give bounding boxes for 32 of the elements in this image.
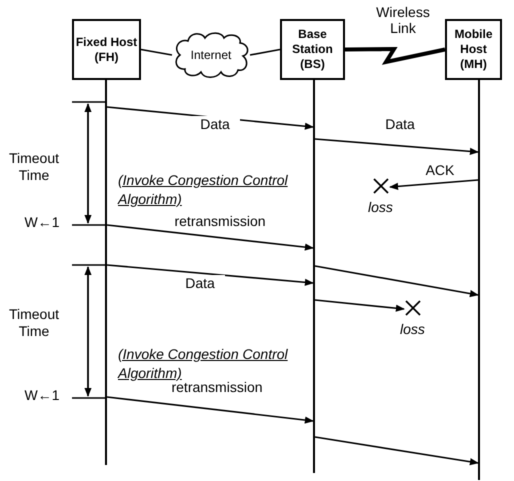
host-box	[280, 19, 345, 80]
loss-cross-icon	[404, 299, 422, 317]
connector-line	[140, 48, 172, 56]
timeout-label: Timeout Time	[8, 306, 60, 340]
host-box	[72, 19, 141, 80]
cloud-label: Internet	[190, 48, 232, 62]
message-arrow	[106, 224, 314, 251]
message-arrow	[106, 396, 314, 424]
host-label: Base Station (BS)	[291, 27, 334, 72]
lifeline	[478, 80, 480, 480]
lifeline	[313, 80, 315, 473]
connector-line	[250, 48, 280, 56]
host-label: Fixed Host (FH)	[74, 34, 138, 64]
window-reset-label: W←1	[24, 214, 60, 231]
message-arrow	[389, 179, 478, 190]
message-arrow	[314, 299, 405, 312]
loss-cross-icon	[372, 177, 390, 195]
edge-label: Data	[190, 116, 240, 132]
window-reset-label: W←1	[24, 387, 60, 404]
loss-label: loss	[368, 199, 393, 215]
host-box	[445, 19, 502, 80]
timeout-label: Timeout Time	[8, 150, 60, 184]
loss-label: loss	[400, 321, 425, 337]
lightning-link	[344, 46, 446, 65]
lifeline	[105, 80, 107, 465]
message-arrow	[314, 265, 479, 298]
note-text: (Invoke Congestion Control Algorithm)	[118, 345, 288, 382]
note-text: (Invoke Congestion Control Algorithm)	[118, 171, 288, 209]
message-arrow	[106, 264, 314, 286]
message-arrow	[314, 436, 479, 466]
message-arrow	[314, 138, 479, 155]
host-label: Mobile Host (MH)	[454, 27, 494, 72]
